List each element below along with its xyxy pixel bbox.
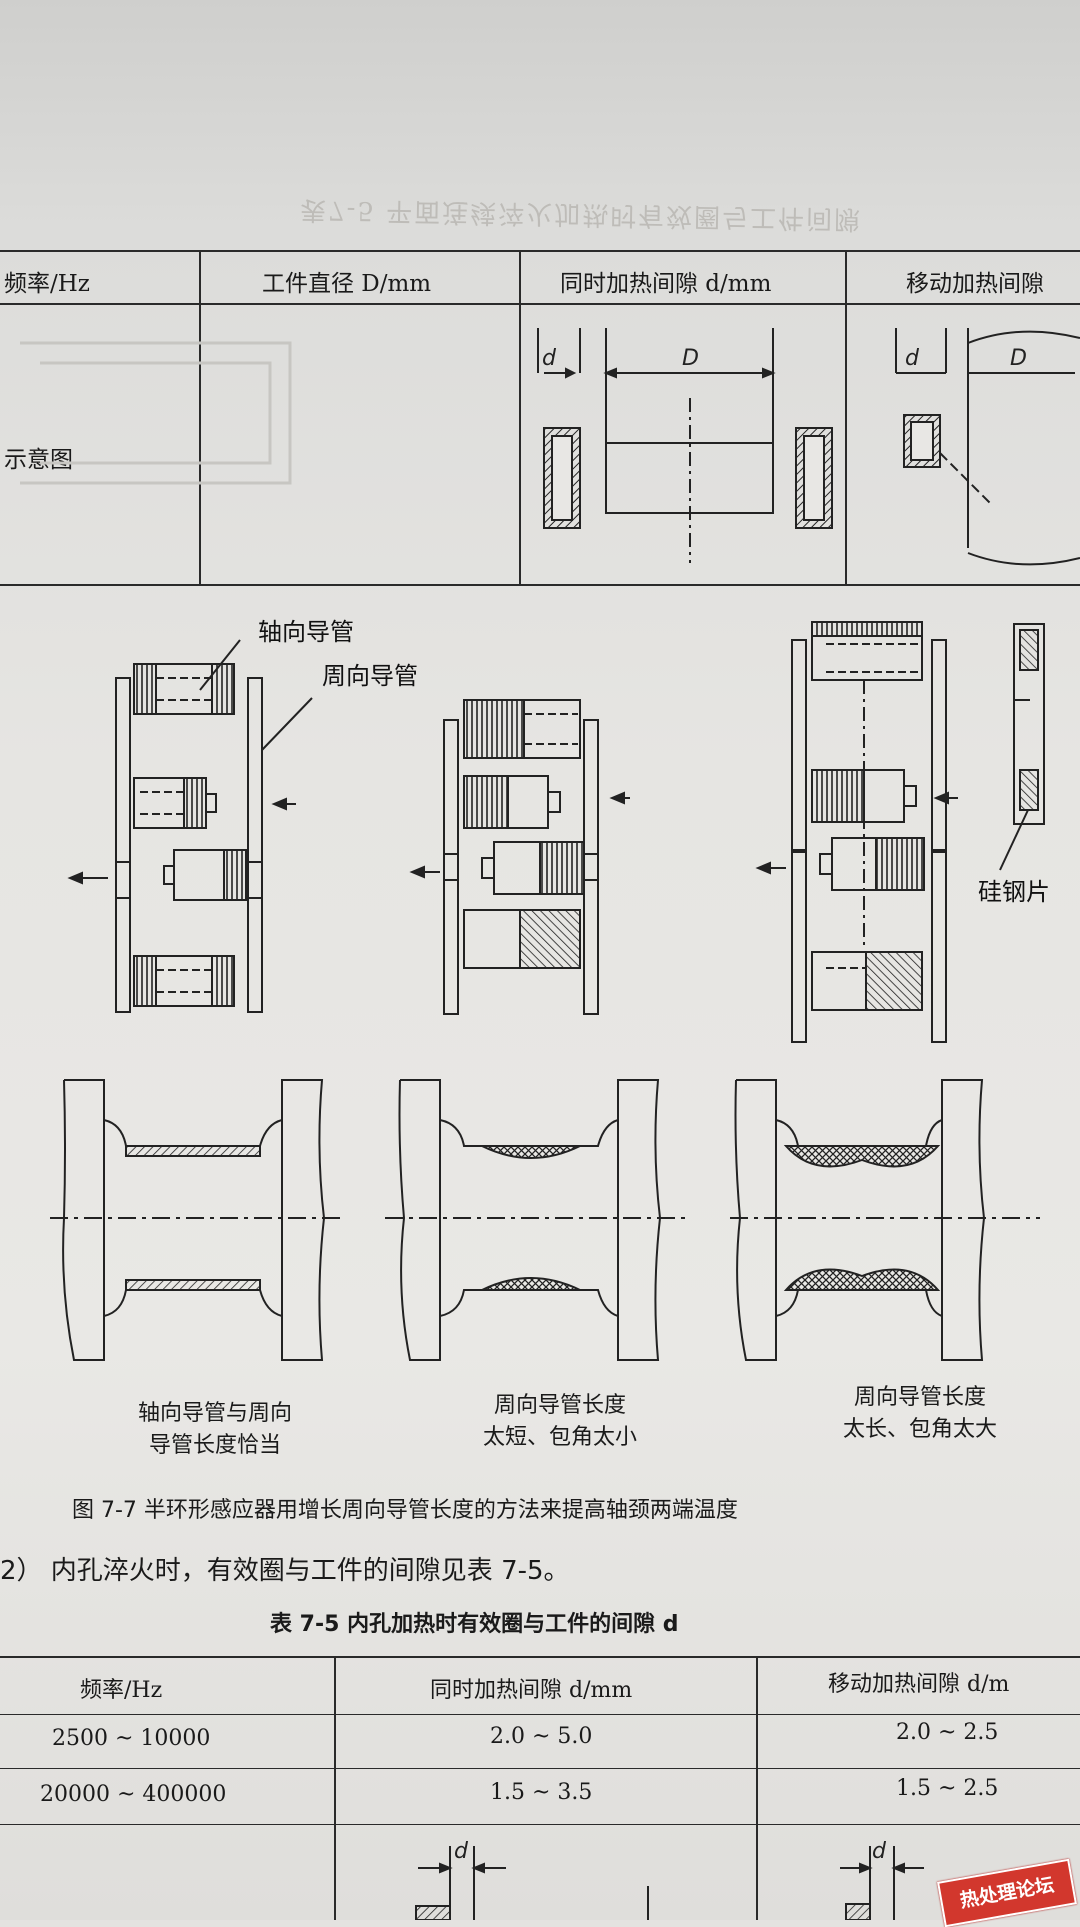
t75-header-frequency: 频率/Hz: [80, 1678, 163, 1703]
body-paragraph: 2） 内孔淬火时，有效圈与工件的间隙见表 7-5。: [0, 1556, 570, 1586]
label-silicon-steel: 硅钢片: [978, 878, 1050, 906]
caption-proper: 轴向导管与周向导管长度恰当: [137, 1401, 292, 1458]
t75-cell: 20000 ~ 400000: [40, 1782, 227, 1807]
header-moving-gap: 移动加热间隙: [906, 271, 1044, 297]
t75-cell: 1.5 ~ 3.5: [490, 1780, 593, 1805]
table-col-divider: [845, 250, 847, 584]
label-circumferential-tube: 周向导管: [322, 662, 418, 690]
t75-header-simultaneous: 同时加热间隙 d/mm: [430, 1678, 633, 1703]
table-7-5-col-divider: [756, 1656, 758, 1920]
svg-text:d: d: [454, 1839, 469, 1864]
row-label-schematic: 示意图: [4, 447, 73, 473]
table-7-5-row-rule: [0, 1768, 1080, 1769]
caption-too-short: 周向导管长度太短、包角太小: [482, 1393, 637, 1450]
dim-D-label: D: [682, 346, 699, 371]
table-7-5-col-divider: [334, 1656, 336, 1920]
table-title: 表 7-5 内孔加热时有效圈与工件的间隙 d: [270, 1612, 679, 1637]
t75-cell: 2500 ~ 10000: [52, 1726, 211, 1751]
t75-cell: 1.5 ~ 2.5: [896, 1776, 999, 1801]
svg-text:D: D: [1010, 346, 1027, 371]
svg-text:d: d: [872, 1839, 887, 1864]
t75-cell: 2.0 ~ 5.0: [490, 1724, 593, 1749]
shaft-section-diagrams: [50, 1079, 1040, 1361]
table-bottom-rule: [0, 584, 1080, 586]
table-top-rule: [0, 250, 1080, 252]
t75-cell: 2.0 ~ 2.5: [896, 1720, 999, 1745]
table-col-divider: [519, 250, 521, 584]
header-simultaneous-gap: 同时加热间隙 d/mm: [560, 271, 772, 297]
inductor-assembly-diagrams: 轴向导管 周向导管 硅钢片: [67, 618, 1050, 1043]
table-header-rule: [0, 303, 1080, 305]
t75-header-moving: 移动加热间隙 d/m: [828, 1672, 1010, 1697]
dim-d-label: d: [542, 346, 557, 371]
table-7-5-header-rule: [0, 1714, 1080, 1715]
bleed-through-text: 表7-5 平面连续淬火加热时有效圈与工件间隙: [299, 194, 863, 234]
table-7-5-row-rule: [0, 1824, 1080, 1825]
table-col-divider: [199, 250, 201, 584]
gap-schematic-drawings: d D d D: [20, 328, 1080, 566]
caption-too-long: 周向导管长度太长、包角太大: [842, 1385, 997, 1442]
label-axial-tube: 轴向导管: [258, 618, 354, 646]
header-frequency: 频率/Hz: [4, 271, 90, 297]
table-7-5-top-rule: [0, 1656, 1080, 1658]
figure-title: 图 7-7 半环形感应器用增长周向导管长度的方法来提高轴颈两端温度: [72, 1498, 738, 1523]
table-7-5-gap-drawings: d d: [415, 1839, 924, 1920]
header-diameter: 工件直径 D/mm: [262, 271, 432, 297]
svg-text:d: d: [905, 346, 920, 371]
